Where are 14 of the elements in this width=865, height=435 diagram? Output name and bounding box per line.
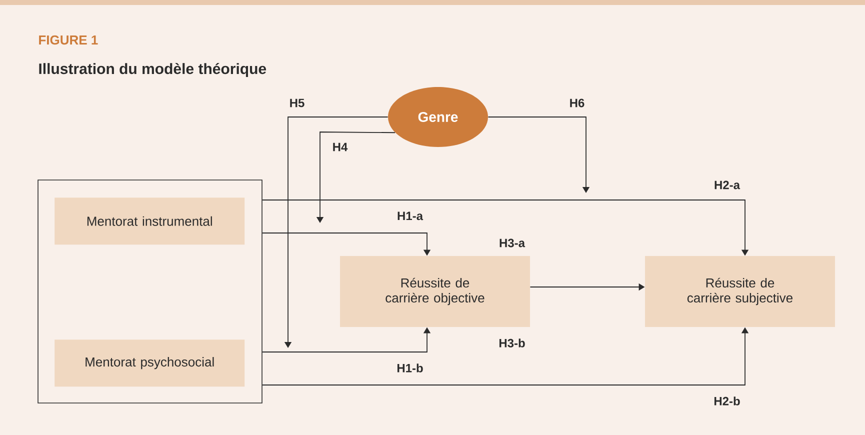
outcome-box: Réussite de carrière subjective (645, 256, 835, 327)
outcome-box: Réussite de carrière objective (340, 256, 530, 327)
figure-title: Illustration du modèle théorique (39, 62, 266, 78)
variable-box: Mentorat instrumental (54, 198, 245, 245)
hypothesis-label: H3-b (499, 338, 525, 348)
edge-label: H2-a (713, 180, 741, 190)
edge-label: H1-b (396, 362, 424, 374)
edge-label: H1-a (396, 210, 424, 222)
edge-label: H6 (568, 98, 586, 108)
figure-number: FIGURE 1 (39, 35, 98, 45)
variable-box: Mentorat psychosocial (54, 340, 245, 387)
connector-arrow (488, 116, 590, 193)
edge-label: H2-b (712, 396, 742, 406)
group-box (38, 180, 262, 404)
